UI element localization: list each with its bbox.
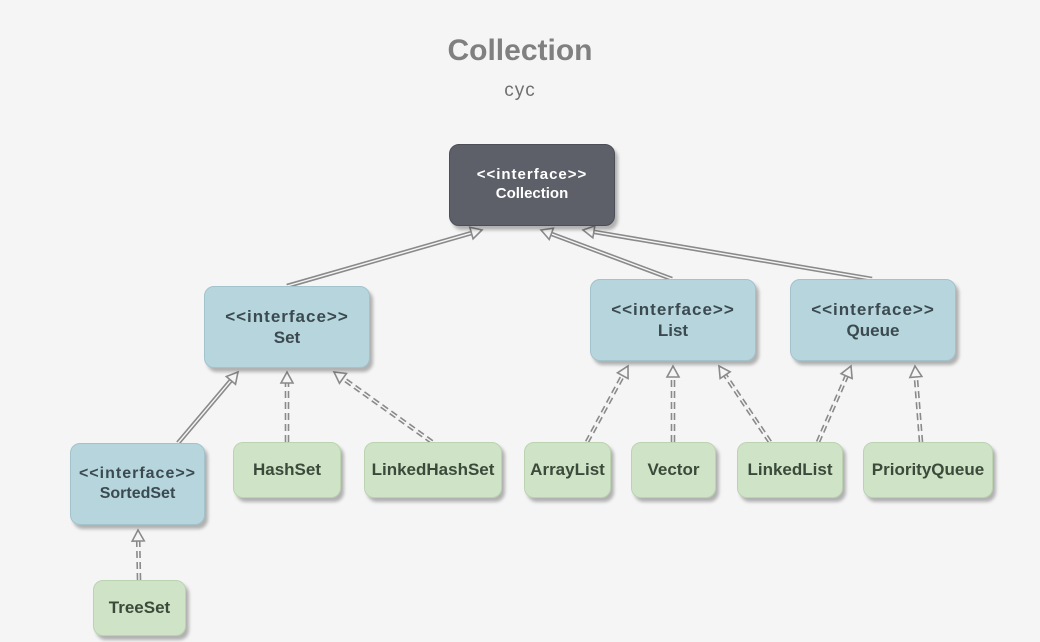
node-name: Collection [495, 185, 569, 202]
node-name: SortedSet [99, 485, 176, 502]
hollow-arrowhead [908, 364, 924, 379]
hollow-arrowhead [839, 364, 854, 380]
relation-line [551, 231, 673, 279]
node-collection: <<interface>> Collection [449, 144, 615, 226]
relation-line [593, 232, 872, 282]
relation-line [135, 541, 139, 581]
relation-line [286, 230, 472, 286]
stereotype-label: <<interface>> [476, 166, 588, 184]
stereotype-label: <<interface>> [225, 306, 349, 326]
diagram-subtitle: cyc [504, 80, 536, 101]
stereotype-label: <<interface>> [78, 465, 197, 482]
hollow-arrowhead [581, 224, 596, 240]
relation-line [818, 376, 849, 443]
relation-linkedlist-list [718, 364, 772, 444]
hollow-arrowhead [279, 370, 295, 384]
node-queue: <<interface>> Queue [790, 279, 956, 361]
node-name: ArrayList [530, 460, 605, 480]
node-sortedset: <<interface>> SortedSet [70, 443, 205, 525]
relation-line [587, 376, 625, 444]
relation-queue-collection [581, 224, 873, 282]
hollow-arrowhead [615, 364, 629, 380]
node-linkedlist: LinkedList [737, 442, 843, 498]
relation-set-collection [286, 226, 484, 289]
hollow-arrowhead [468, 226, 484, 241]
node-set: <<interface>> Set [204, 286, 370, 368]
relation-line [341, 378, 432, 444]
relation-line [815, 375, 846, 442]
node-name: List [657, 321, 689, 340]
relation-line [176, 378, 231, 443]
relation-line [287, 233, 473, 289]
node-arraylist: ArrayList [524, 442, 611, 498]
relation-line [723, 375, 770, 444]
node-list: <<interface>> List [590, 279, 756, 361]
node-name: PriorityQueue [871, 460, 985, 480]
diagram-title: Collection [447, 34, 593, 67]
relation-line [178, 380, 233, 445]
relation-linkedhashset-set [332, 371, 434, 444]
relation-line [725, 373, 772, 442]
relation-treeset-sortedset [130, 528, 146, 581]
node-hashset: HashSet [233, 442, 341, 498]
node-name: Vector [647, 460, 700, 480]
relation-line [593, 229, 873, 279]
node-priorityqueue: PriorityQueue [863, 442, 993, 498]
relation-list-collection [539, 227, 673, 282]
relation-sortedset-set [176, 370, 240, 445]
node-name: LinkedList [747, 460, 833, 480]
relation-arraylist-list [584, 364, 629, 444]
relation-vector-list [665, 364, 681, 442]
node-name: HashSet [252, 460, 322, 480]
stereotype-label: <<interface>> [811, 299, 935, 319]
node-treeset: TreeSet [93, 580, 186, 636]
relation-line [550, 234, 672, 282]
hollow-arrowhead [539, 227, 555, 242]
relation-line [138, 540, 142, 580]
node-vector: Vector [631, 442, 716, 498]
relation-line [916, 376, 924, 442]
hollow-arrowhead [224, 370, 240, 386]
relation-line [584, 374, 623, 442]
relation-line [343, 376, 434, 442]
hollow-arrowhead [718, 364, 732, 380]
relation-hashset-set [279, 370, 295, 442]
hollow-arrowhead [665, 364, 681, 378]
relation-priorityqueue-queue [908, 364, 924, 443]
hollow-arrowhead [332, 371, 348, 385]
node-name: LinkedHashSet [371, 460, 495, 480]
node-linkedhashset: LinkedHashSet [364, 442, 502, 498]
hollow-arrowhead [130, 528, 146, 542]
node-name: TreeSet [108, 598, 171, 618]
relation-linkedlist-queue [815, 364, 854, 443]
node-name: Queue [846, 321, 900, 340]
stereotype-label: <<interface>> [611, 299, 735, 319]
node-name: Set [273, 328, 301, 347]
